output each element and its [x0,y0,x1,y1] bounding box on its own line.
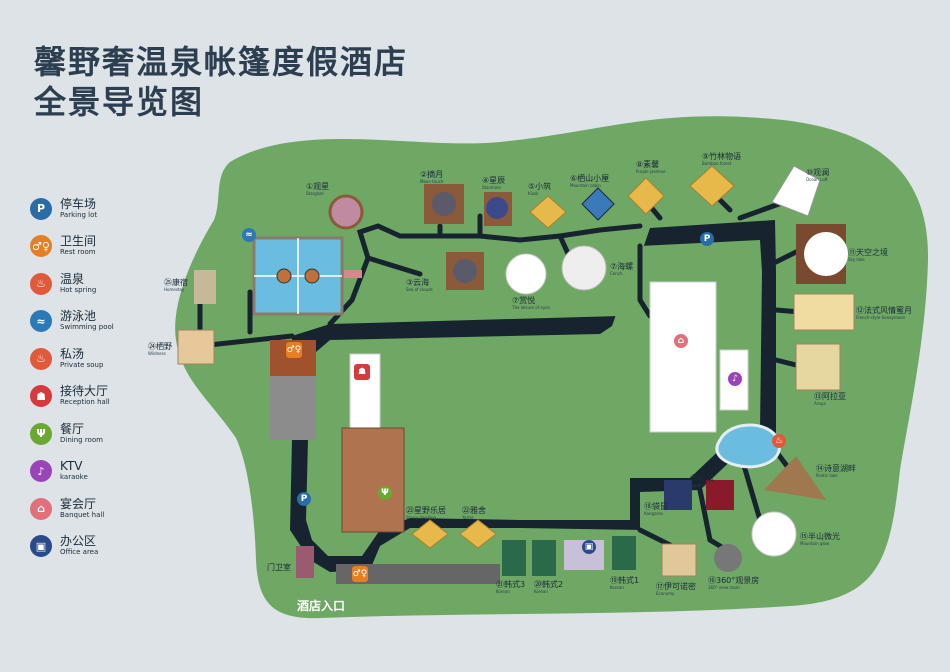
legend-label-en: Rest room [60,248,96,257]
reception-icon[interactable]: ☗ [354,364,370,380]
hot-spring-icon: ♨ [30,272,52,295]
legend-label-en: Office area [60,548,99,557]
restroom-icon: ♂♀ [30,235,52,258]
dining-icon: Ψ [30,422,52,445]
legend-label: 游泳池 [60,309,97,324]
legend-label: 私汤 [60,346,85,361]
stargaze-tent [328,194,364,230]
parking-icon[interactable]: P [297,492,311,506]
hot-spring-lake [715,423,781,469]
legend-label-en: Hot spring [60,285,97,294]
restroom-icon[interactable]: ♂♀ [286,342,302,358]
map-subtitle: 全景导览图 [34,83,205,121]
private-bath-icon: ♨ [30,347,52,370]
karaoke-icon[interactable]: ♪ [728,372,742,386]
legend-label-en: Swimming pool [60,323,114,332]
legend-label: 宴会厅 [60,496,97,511]
office-icon[interactable]: ▣ [582,540,596,554]
banquet-building [649,281,717,433]
banquet-icon[interactable]: ⌂ [674,334,688,348]
reception-icon: ☗ [30,385,52,408]
banquet-icon: ⌂ [30,497,52,520]
legend-label: 温泉 [60,271,85,286]
swimming-icon: ≈ [30,310,52,333]
legend-label-en: Parking lot [60,210,98,219]
legend-label-en: karaoke [60,473,88,482]
hot-spring-icon[interactable]: ♨ [772,434,786,448]
map-title: 馨野奢温泉帐篷度假酒店 [34,43,409,81]
legend-label: KTV [60,459,83,474]
legend-label-en: Dining room [60,435,103,444]
legend-label: 办公区 [60,534,97,549]
legend-label-en: Reception hall [60,398,110,407]
karaoke-icon: ♪ [30,460,52,483]
restroom-icon[interactable]: ♂♀ [352,566,368,582]
dining-building [341,427,405,533]
legend-label-en: Banquet hall [60,510,105,519]
swimming-icon[interactable]: ≈ [242,228,256,242]
legend-label: 停车场 [60,196,97,211]
parking-icon[interactable]: P [700,232,714,246]
legend-label: 卫生间 [60,234,97,249]
dining-icon[interactable]: Ψ [378,486,392,500]
legend-label-en: Private soup [60,360,104,369]
legend-label: 接待大厅 [60,384,109,399]
office-icon: ▣ [30,535,52,558]
parking-icon: P [30,197,52,220]
legend-label: 餐厅 [60,421,85,436]
hotel-entrance-label: 酒店入口 [297,599,346,613]
guard-room-label: 门卫室 [267,563,291,572]
